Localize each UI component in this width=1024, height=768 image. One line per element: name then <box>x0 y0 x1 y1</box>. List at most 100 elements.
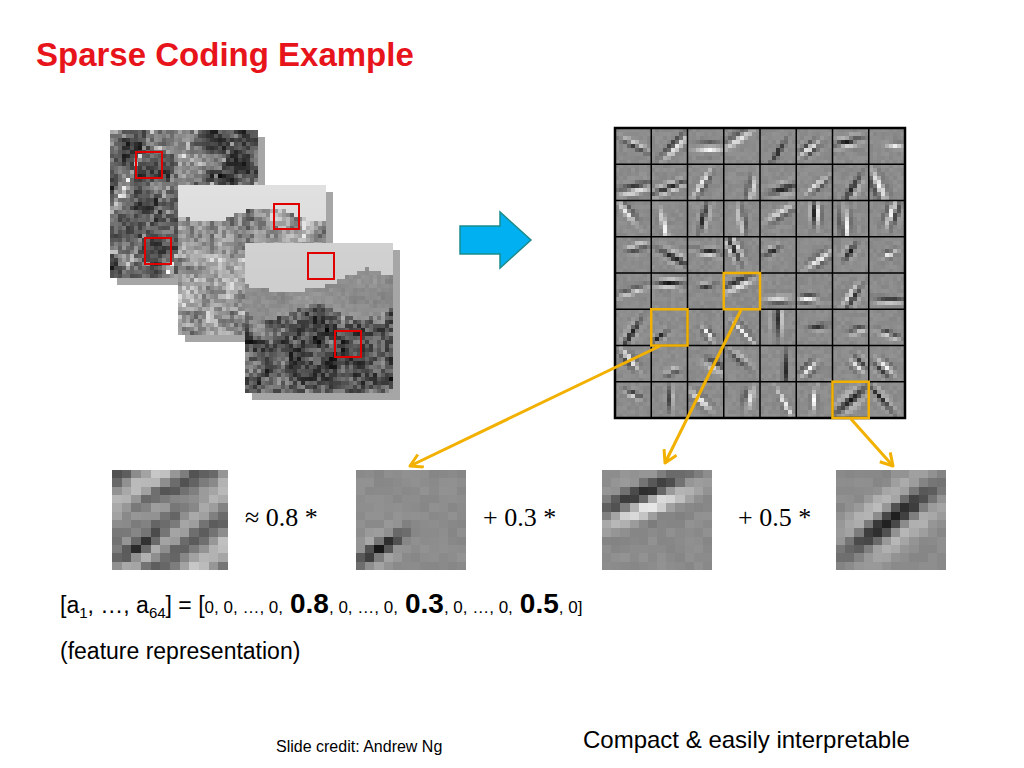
pixel <box>218 230 222 234</box>
pixel <box>114 134 118 138</box>
pixel <box>186 158 190 162</box>
pixel <box>166 242 170 246</box>
pixel <box>230 213 234 217</box>
pixel <box>246 158 250 162</box>
pixel <box>118 198 122 202</box>
pixel <box>254 185 258 189</box>
pixel <box>242 174 246 178</box>
pixel <box>142 170 146 174</box>
pixel <box>114 150 118 154</box>
pixel <box>194 238 198 242</box>
pixel <box>162 266 166 270</box>
pixel <box>174 230 178 234</box>
pixel <box>138 206 142 210</box>
pixel <box>190 130 194 134</box>
pixel <box>218 154 222 158</box>
pixel <box>242 185 246 189</box>
pixel <box>294 189 298 193</box>
pixel <box>146 186 150 190</box>
pixel <box>174 146 178 150</box>
pixel <box>198 170 202 174</box>
pixel <box>282 185 286 189</box>
pixel <box>254 201 258 205</box>
pixel <box>130 138 134 142</box>
pixel <box>186 130 190 134</box>
pixel <box>206 174 210 178</box>
pixel <box>218 201 222 205</box>
pixel <box>162 210 166 214</box>
pixel <box>190 213 194 217</box>
pixel <box>286 197 290 201</box>
pixel <box>318 201 322 205</box>
pixel <box>110 230 114 234</box>
pixel <box>214 150 218 154</box>
pixel <box>122 254 126 258</box>
pixel <box>258 221 262 225</box>
pixel <box>246 162 250 166</box>
pixel <box>226 150 230 154</box>
pixel <box>206 166 210 170</box>
pixel <box>194 178 198 182</box>
pixel <box>178 166 182 170</box>
pixel <box>182 205 186 209</box>
pixel <box>262 201 266 205</box>
pixel <box>146 166 150 170</box>
pixel <box>150 158 154 162</box>
pixel <box>146 274 150 278</box>
pixel <box>158 274 162 278</box>
pixel <box>262 238 266 242</box>
pixel <box>202 242 206 246</box>
pixel <box>190 246 194 250</box>
pixel <box>286 205 290 209</box>
pixel <box>158 218 162 222</box>
pixel <box>122 142 126 146</box>
pixel <box>110 182 114 186</box>
pixel <box>198 150 202 154</box>
pixel <box>130 130 134 134</box>
pixel <box>126 270 130 274</box>
pixel <box>214 197 218 201</box>
pixel <box>174 130 178 134</box>
pixel <box>230 226 234 230</box>
pixel <box>282 193 286 197</box>
pixel <box>194 170 198 174</box>
pixel <box>174 206 178 210</box>
pixel <box>194 217 198 221</box>
pixel <box>114 198 118 202</box>
pixel <box>194 158 198 162</box>
pixel <box>130 270 134 274</box>
pixel <box>278 197 282 201</box>
pixel <box>154 206 158 210</box>
pixel <box>310 193 314 197</box>
pixel <box>150 214 154 218</box>
pixel <box>146 214 150 218</box>
pixel <box>314 185 318 189</box>
pixel <box>206 205 210 209</box>
pixel <box>114 194 118 198</box>
pixel <box>254 189 258 193</box>
pixel <box>186 134 190 138</box>
pixel <box>210 162 214 166</box>
pixel <box>194 134 198 138</box>
pixel <box>234 205 238 209</box>
pixel <box>218 166 222 170</box>
pixel <box>286 217 290 221</box>
pixel <box>222 138 226 142</box>
pixel <box>110 242 114 246</box>
pixel <box>198 162 202 166</box>
pixel <box>198 158 202 162</box>
pixel <box>126 194 130 198</box>
pixel <box>238 142 242 146</box>
pixel <box>242 130 246 134</box>
pixel <box>118 158 122 162</box>
pixel <box>218 246 222 250</box>
pixel <box>134 142 138 146</box>
pixel <box>110 138 114 142</box>
pixel <box>250 146 254 150</box>
pixel <box>130 238 134 242</box>
pixel <box>182 178 186 182</box>
pixel <box>126 138 130 142</box>
pixel <box>190 134 194 138</box>
pixel <box>114 262 118 266</box>
pixel <box>318 238 322 242</box>
